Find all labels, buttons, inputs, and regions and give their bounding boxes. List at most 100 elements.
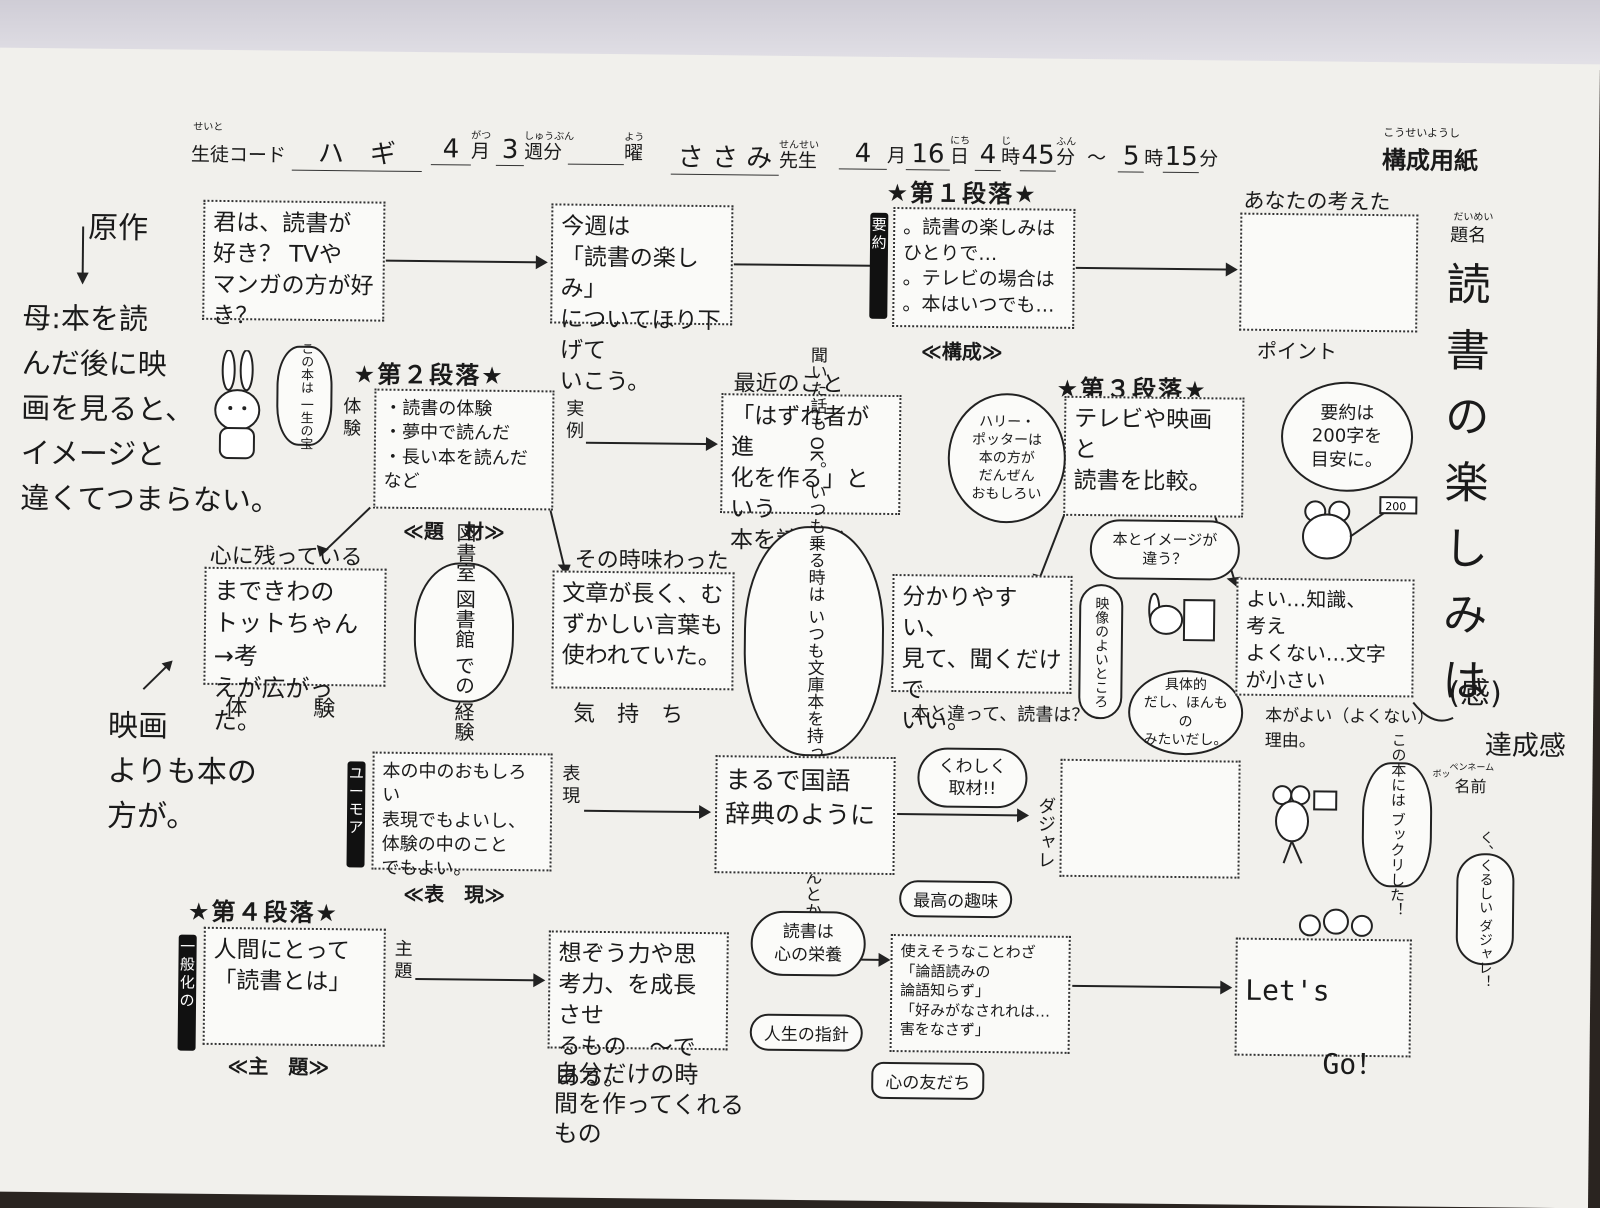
experience-label: 体 験: [225, 696, 336, 723]
library-bubble: 図書室 図書館 での 経験: [413, 523, 515, 742]
student-code: せいと 生徒コード ハ ギ: [190, 122, 423, 173]
dictionary-box: まるで国語 辞典のように: [714, 755, 896, 876]
own-time-note: 自分だけの時 間を作ってくれる もの: [553, 1059, 745, 1148]
life-guide-pill: 人生の指針: [749, 1013, 863, 1052]
date-month-label: 月: [886, 144, 907, 168]
penname-label: 名前: [1454, 776, 1487, 797]
difficult-text-box: 文章が長く、む ずかしい言葉も 使われていた。: [551, 570, 735, 691]
kurushii-bubble: く、くるしい ダジャレ！: [1455, 830, 1515, 989]
dajare-label: ダジャレ: [1034, 796, 1057, 869]
bukkuri-bubble: この本には ブックリした！: [1361, 732, 1433, 917]
hour-label: 時: [1000, 146, 1021, 169]
end-min-label: 分: [1199, 148, 1219, 171]
week-value: 3: [495, 134, 525, 167]
ruby-date-day: にち: [950, 135, 971, 147]
example-bar: 実例: [565, 398, 585, 442]
growth-box: 想ぞう力や思 考力、を成長させ るもの ～である。: [547, 930, 729, 1091]
reading-experience-box: ・読書の体験 ・夢中で読んだ ・長い本を読んだ など: [373, 388, 555, 511]
your-idea-label: あなたの考えた: [1243, 188, 1391, 215]
image-differs-bubble: 本とイメージが 違う？: [1089, 519, 1241, 581]
paragraph-4-heading: ★第４段落★: [187, 897, 340, 928]
ruby-hour: じ: [1001, 136, 1012, 148]
flag-number: 200: [1385, 500, 1406, 513]
achievement-label: 達成感: [1484, 730, 1566, 763]
ruby-day: よう: [624, 132, 645, 144]
frog-book-icon: [1272, 785, 1338, 864]
month-value: 4: [430, 134, 472, 166]
reason-label: 本がよい（よくない） 理由。: [1264, 705, 1435, 752]
end-hour-value: 5: [1118, 141, 1145, 173]
date-day-label: 日: [949, 145, 970, 168]
heart-friend-pill: 心の友だち: [871, 1061, 985, 1100]
teacher-field: さ さ みせんせい先生: [670, 136, 820, 177]
ruby-teacher: せんせい: [779, 139, 820, 152]
teacher-value: さ さ み: [670, 136, 780, 176]
end-min-value: 15: [1163, 141, 1200, 174]
structure-label: ≪構成≫: [920, 339, 1003, 365]
expression-box: 本の中のおもしろい 表現でもよいし、 体験の中のこと でもよい。: [371, 751, 553, 880]
intro-box: 君は、読書が 好き？ TVや マンガの方が好き？: [202, 199, 386, 329]
go-text: Go！: [1322, 1047, 1385, 1082]
expression-bar: 表現: [562, 763, 581, 807]
father-bubble: 聞いた話も OK。 いつも乗る時は いつも文庫本を持って いるお父さんとか。: [742, 346, 886, 936]
summary-length-bubble: 要約は 200字を 目安に。: [1280, 381, 1414, 493]
ruby-month: がつ: [471, 130, 492, 142]
lets-text: Let's: [1245, 973, 1330, 1008]
ruby-week: しゅうぶん: [524, 131, 575, 143]
treasure-bubble-text: この本は 一生の宝: [297, 341, 314, 450]
start-hour-value: 4: [974, 139, 1002, 172]
theme-label: ≪主 題≫: [227, 1054, 330, 1080]
form-title-ruby: こうせいようし: [1383, 126, 1461, 140]
point-label: ポイント: [1256, 338, 1338, 364]
teacher-label: 先生: [778, 149, 818, 173]
chicks-icon: [1298, 908, 1373, 937]
form-title: 構成用紙: [1381, 146, 1479, 176]
lets-go-box: Let's Go！: [1234, 937, 1412, 1081]
good-bad-box: よい…知識、 考え よくない…文字が小さい: [1235, 577, 1415, 698]
rabbit-icon: [214, 349, 261, 460]
summary-box: 。読書の楽しみは ひとりで… 。テレビの場合は 。本はいつでも…: [892, 206, 1076, 329]
treasure-bubble: この本は 一生の宝: [275, 342, 333, 450]
easy-box: 分かりやすい、 見て、聞くだけで いい。: [891, 573, 1073, 735]
rabbit-tv-icon: [1148, 592, 1216, 642]
interview-bubble: くわしく 取材!!: [917, 747, 1028, 809]
date-month-value: 4: [838, 138, 888, 170]
totto-chan-box: まできわの トットちゃん→考 えが広がった。: [203, 566, 387, 735]
bukkuri-text: この本には ブックリした！: [1387, 732, 1408, 918]
essay-title: 読書の楽しみは: [1442, 259, 1491, 708]
theme-bar: 主題: [394, 938, 413, 982]
week-label: 週分: [523, 141, 563, 164]
gensaku-note: 原作: [87, 210, 149, 247]
time-tilde: ～: [1086, 147, 1107, 170]
arrow-8: [860, 958, 889, 961]
ruby-student: せいと: [193, 121, 224, 133]
compared-label: 本と違って、読書は？: [911, 703, 1090, 727]
concrete-bubble: 具体的 だし、ほんもの みたいだし。: [1127, 669, 1244, 756]
blank-box[interactable]: [1059, 758, 1241, 879]
nourishment-bubble: 読書は 心の栄養: [750, 910, 867, 977]
experience-bar: 体験: [342, 396, 362, 440]
month-label: 月: [470, 140, 491, 163]
human-reading-box: 人間にとって 「読書とは」: [202, 926, 386, 1047]
essay-title-end: (感): [1448, 675, 1502, 712]
ruby-min: ふん: [1056, 136, 1077, 148]
frog-flag-icon: 200: [1301, 496, 1418, 560]
humor-bar: ユーモア: [346, 761, 366, 868]
proverb-box: 使えそうなことわざ 「論語読みの 論語知らず」 「好みがなされれは… 害をなさず…: [889, 933, 1071, 1054]
generalize-bar: 一般化の: [177, 934, 197, 1051]
point-box[interactable]: [1239, 212, 1419, 333]
min-label: 分: [1055, 146, 1076, 169]
title-label: 題名: [1450, 224, 1487, 247]
student-code-label: 生徒コード: [190, 143, 287, 167]
compare-box: テレビや映画と 読書を比較。: [1063, 395, 1245, 518]
library-bubble-text: 図書室 図書館 での 経験: [450, 522, 478, 743]
paragraph-1-heading: ★第１段落★: [886, 178, 1038, 209]
student-code-value: ハ ギ: [291, 132, 423, 173]
theme-box: 今週は 「読書の楽しみ」 についてほり下げて いこう。: [550, 203, 734, 396]
bukkuri-ruby: ボッ: [1432, 769, 1451, 780]
feeling-label: 気 持 ち: [572, 701, 684, 728]
kurushii-text: く、くるしい ダジャレ！: [1476, 829, 1495, 989]
